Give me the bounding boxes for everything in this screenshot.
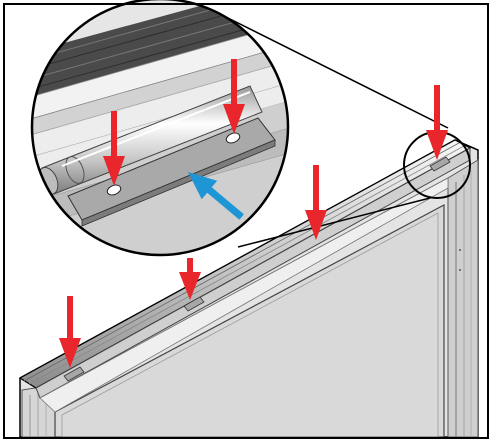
hinge-plate-left: [63, 366, 85, 382]
red-arrow-zoom-right-icon: [223, 59, 245, 134]
red-arrow-frame-mid-icon: [179, 258, 201, 300]
glass-pane: [54, 204, 445, 437]
callout-lines: [225, 16, 449, 248]
hinge-plate-middle: [183, 296, 205, 312]
screw-hole-right: [225, 132, 241, 144]
red-arrow-zoom-left-icon: [103, 111, 125, 186]
hinge-plate-right: [429, 156, 451, 172]
window-frame: [18, 139, 479, 437]
red-arrow-frame-left-icon: [59, 296, 81, 368]
frame-right-side: [447, 159, 479, 437]
figure-border: [3, 3, 489, 439]
zoom-callout: [30, 0, 290, 257]
hinge-plate: [67, 117, 276, 227]
red-arrow-frame-centre-icon: [305, 165, 327, 240]
hinge-barrel: [37, 85, 263, 195]
arrows-layer: [59, 59, 448, 368]
red-arrow-frame-right-icon: [426, 85, 448, 160]
blue-arrow-plate-icon: [188, 172, 244, 220]
zoom-callout-circle: [30, 0, 290, 257]
screw-hole-left: [106, 184, 122, 196]
